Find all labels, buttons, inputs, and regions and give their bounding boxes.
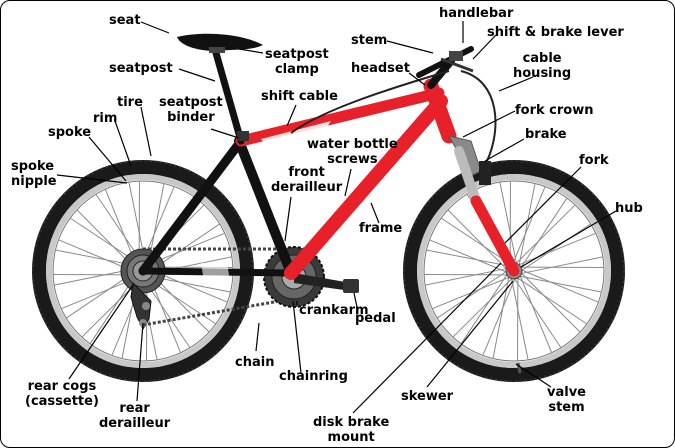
label-rim: rim	[93, 111, 118, 126]
label-chainring: chainring	[279, 369, 348, 384]
spoke	[520, 197, 568, 269]
label-brake: brake	[525, 127, 567, 142]
spoke	[519, 274, 553, 353]
spoke	[440, 217, 512, 265]
seat-shape	[177, 33, 263, 51]
leader-lines	[56, 21, 617, 414]
seatpost-shape	[212, 49, 249, 145]
label-pedal: pedal	[355, 311, 396, 326]
spoke	[436, 270, 508, 319]
label-water-bottle-screws: water bottle screws	[307, 137, 398, 167]
label-seatpost: seatpost	[109, 61, 173, 76]
spoke	[460, 273, 508, 345]
front-wheel	[403, 160, 625, 382]
spoke	[516, 277, 588, 325]
spoke	[515, 204, 576, 265]
spoke	[482, 277, 516, 356]
crankarm-shape	[294, 273, 359, 293]
label-seat: seat	[109, 13, 141, 28]
spoke	[499, 182, 518, 265]
front-spokes	[424, 181, 604, 361]
spoke	[452, 277, 513, 338]
label-cable-housing: cable housing	[513, 51, 572, 81]
spoke	[447, 209, 508, 270]
label-stem: stem	[351, 33, 388, 48]
label-seatpost-clamp: seatpost clamp	[265, 47, 329, 77]
cable-housing-shape	[290, 70, 497, 162]
spoke	[517, 232, 596, 266]
label-fork: fork	[579, 153, 609, 168]
label-rear-derailleur: rear derailleur	[99, 401, 171, 431]
spoke	[520, 223, 592, 272]
label-frame: frame	[359, 221, 403, 236]
label-spoke-nipple: spoke nipple	[11, 159, 57, 189]
chain-shape	[142, 247, 292, 327]
frame-shape	[235, 78, 457, 280]
spoke	[426, 249, 510, 267]
label-valve-stem: valve stem	[547, 385, 586, 415]
label-spoke: spoke	[48, 125, 92, 140]
front-rim	[417, 174, 611, 368]
label-shift-brake-lever: shift & brake lever	[487, 25, 624, 40]
spoke	[512, 186, 546, 265]
fork-shape	[448, 135, 520, 277]
label-fork-crown: fork crown	[515, 103, 594, 118]
label-seatpost-binder: seatpost binder	[159, 95, 223, 125]
spoke	[513, 277, 562, 349]
spoke	[510, 277, 529, 360]
valve-stem-shape	[516, 362, 522, 374]
label-rear-cogs: rear cogs (cassette)	[25, 379, 99, 409]
spoke	[520, 269, 599, 303]
label-chain: chain	[235, 355, 275, 370]
label-hub: hub	[615, 201, 643, 216]
label-disk-brake-mount: disk brake mount	[313, 415, 390, 445]
front-tire	[403, 160, 625, 382]
spoke	[518, 275, 602, 293]
label-front-derailleur: front derailleur	[271, 165, 343, 195]
spoke	[429, 239, 508, 273]
label-skewer: skewer	[401, 389, 454, 404]
pedal-shape	[343, 279, 359, 293]
label-crankarm: crankarm	[299, 303, 369, 318]
label-tire: tire	[117, 95, 143, 110]
label-headset: headset	[351, 61, 410, 76]
label-handlebar: handlebar	[439, 6, 514, 21]
label-shift-cable: shift cable	[261, 89, 338, 104]
spoke	[518, 183, 536, 267]
spoke	[520, 272, 581, 333]
spoke	[520, 256, 603, 275]
